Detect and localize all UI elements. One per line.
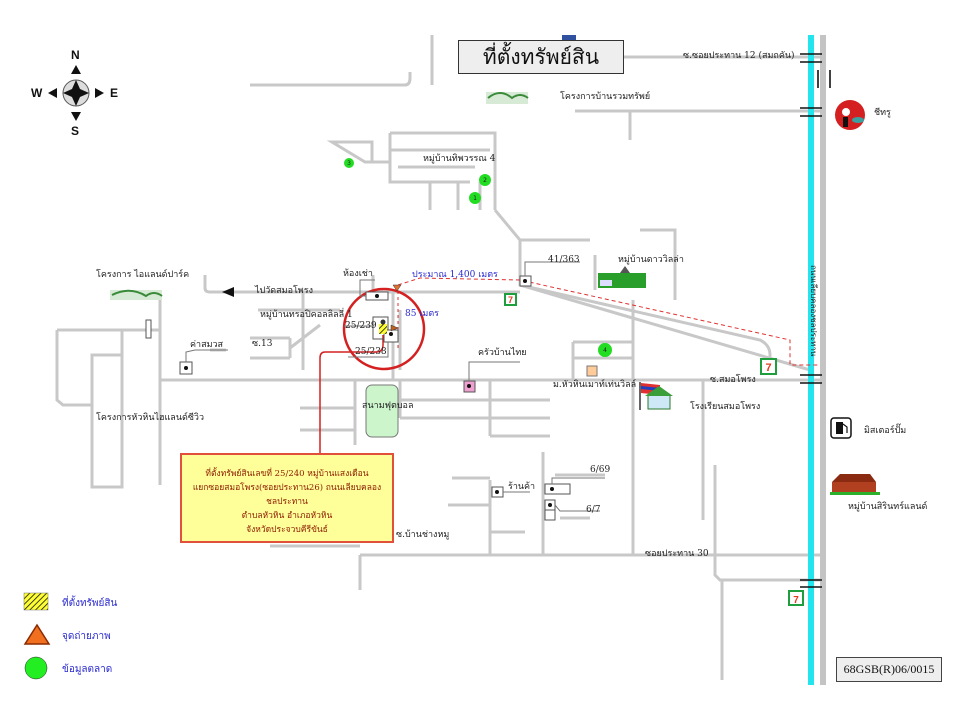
label-road-vertical: ถนนเลียบคลองชลประทาน	[809, 265, 818, 357]
orange-marker	[586, 365, 598, 377]
stadium	[365, 384, 399, 438]
marker-dots	[184, 279, 554, 507]
label-hua-hin-mountain: ม.หัวหินเมาท์เท่นวิลล์	[553, 380, 637, 390]
label-soi-13: ซ.13	[252, 339, 273, 349]
label-6-7: 6/7	[586, 505, 601, 515]
building-25-239	[372, 316, 389, 340]
school-flag-icon	[639, 382, 673, 410]
label-ban-thip-wan: หมู่บ้านทิพวรรณ 4	[423, 154, 496, 164]
info-line-3: ตำบลหัวหิน อำเภอหัวหิน	[241, 511, 333, 521]
legend-photo-label: จุดถ่ายภาพ	[62, 631, 111, 642]
compass-north: N	[71, 48, 80, 62]
leader-lines	[185, 261, 605, 512]
reference-code: 68GSB(R)06/0015	[836, 657, 942, 682]
legend-circle-icon	[24, 656, 48, 680]
arrow-left-icon	[222, 287, 234, 297]
photo-point-icon	[392, 284, 402, 292]
map-title: ที่ตั้งทรัพย์สิน	[458, 40, 624, 74]
gas-station-icon	[830, 417, 852, 439]
label-stadium: สนามฟุตบอล	[362, 401, 414, 411]
village-picture-icon	[598, 266, 646, 288]
info-line-1: ที่ตั้งทรัพย์สินเลขที่ 25/240 หมู่บ้านแส…	[205, 469, 369, 479]
label-41-363: 41/363	[548, 255, 580, 265]
house-dot	[389, 332, 393, 336]
legend-market-label: ข้อมูลตลาด	[62, 664, 113, 675]
seven-eleven-icon: 7	[504, 293, 517, 306]
label-25-239: 25/239	[345, 321, 377, 331]
label-soi-30: ซอยประทาน 30	[645, 549, 709, 559]
label-shop: ร้านค้า	[508, 482, 536, 492]
label-island-park: โครงการ ไอแลนด์ปาร์ค	[96, 270, 190, 280]
photo-point-icon	[390, 324, 399, 332]
legend-hatch-icon	[23, 592, 49, 611]
house-dot	[380, 319, 386, 325]
market-points	[344, 158, 612, 357]
landscape-icon	[486, 92, 529, 104]
svg-text:7: 7	[508, 295, 513, 305]
label-ban-chang: ซ.บ้านช่างหมู	[396, 530, 450, 540]
landscape-icon	[110, 289, 163, 300]
compass-west: W	[31, 86, 43, 100]
label-krua-thai: ครัวบ้านไทย	[478, 348, 527, 358]
label-soi-12: ซ.ซอยประทาน 12 (สมถคัน)	[683, 51, 795, 61]
label-ban-ruam-sap: โครงการบ้านรวมทรัพย์	[560, 92, 651, 102]
market-id: 1	[473, 195, 477, 202]
label-chip-thu: ชีทรู	[874, 108, 891, 118]
label-hua-hin-view: โครงการหัวหินไฮแลนด์ซีวิว	[96, 413, 205, 423]
main-road	[820, 35, 826, 685]
label-ban-sap-rich: หมู่บ้านทรอปิคอลลิลลี่ 1	[260, 310, 353, 320]
label-mistercup: มิสเตอร์ปั๊ม	[864, 426, 907, 436]
property-ring	[342, 287, 426, 371]
label-ban-siri: หมู่บ้านสิรินทร์แลนด์	[848, 502, 928, 512]
seven-eleven-icon: 7	[788, 590, 804, 606]
bridges	[800, 53, 831, 588]
compass-rose-icon	[48, 65, 104, 121]
label-school: โรงเรียนสมอโพรง	[690, 402, 761, 412]
compass-east: E	[110, 86, 119, 100]
label-massage: ค่าสมวส	[190, 340, 224, 350]
market-id: 4	[603, 347, 607, 354]
label-6-69: 6/69	[590, 465, 611, 475]
legend-property-label: ที่ตั้งทรัพย์สิน	[62, 598, 118, 609]
info-line-4: จังหวัดประจวบคีรีขันธ์	[246, 525, 328, 535]
label-soi-samo: ซ.สมอโพรง	[710, 375, 756, 385]
legend-triangle-icon	[23, 623, 51, 645]
compass-south: S	[71, 124, 80, 138]
market-id: 3	[347, 160, 351, 167]
svg-text:7: 7	[765, 362, 771, 374]
road-network	[55, 35, 822, 680]
label-hong-chao: ห้องเช่า	[343, 269, 373, 279]
restaurant-logo-icon	[835, 100, 865, 130]
route-dashed	[397, 277, 818, 366]
bank-logo-icon	[562, 35, 576, 43]
property-info-box: ที่ตั้งทรัพย์สินเลขที่ 25/240 หมู่บ้านแส…	[180, 453, 394, 543]
market-id: 2	[483, 177, 487, 184]
seven-eleven-icon: 7	[760, 358, 777, 375]
canal	[808, 35, 814, 685]
info-line-2: แยกซอยสมอโพรง(ซอยประทาน26) ถนนเลียบคลองช…	[192, 483, 382, 507]
label-distance-short: 85 เมตร	[405, 309, 440, 319]
label-distance-long: ประมาณ 1,400 เมตร	[412, 270, 498, 280]
svg-text:7: 7	[793, 595, 799, 606]
property-hatch	[379, 324, 387, 334]
label-ban-daow: หมู่บ้านดาววิลล่า	[618, 255, 684, 265]
label-25-238: 25/238	[355, 347, 387, 357]
pointer-line	[319, 335, 384, 453]
label-to-wat: ไปวัดสมอโพรง	[255, 286, 313, 296]
house-picture-icon	[830, 474, 880, 495]
